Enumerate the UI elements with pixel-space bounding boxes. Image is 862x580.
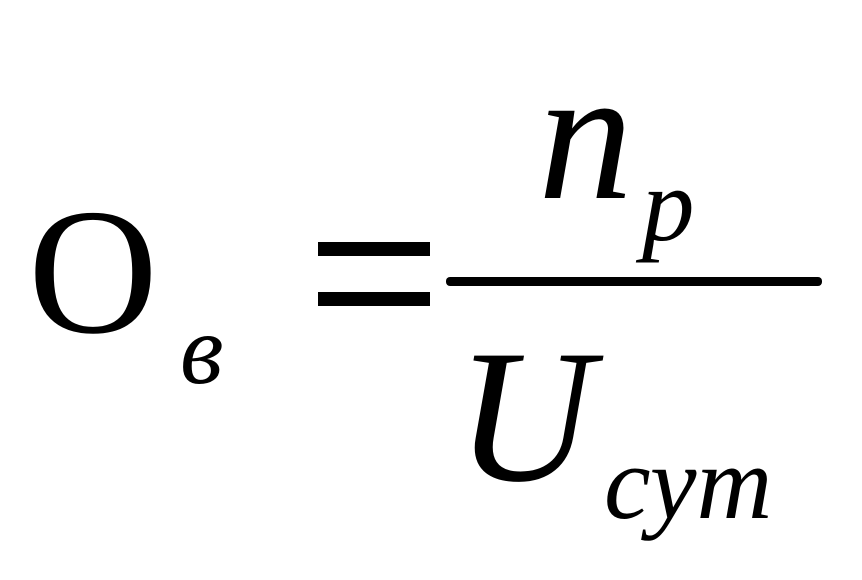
fraction-bar (446, 277, 822, 286)
numerator-subscript: p (642, 146, 695, 263)
equals-bar-bottom (318, 292, 430, 306)
denominator-symbol: U (456, 312, 594, 522)
lhs-subscript: в (180, 294, 224, 405)
numerator-symbol: n (538, 30, 633, 240)
denominator-subscript: сут (604, 424, 773, 541)
equals-bar-top (318, 242, 430, 256)
lhs-symbol: О (28, 172, 158, 371)
